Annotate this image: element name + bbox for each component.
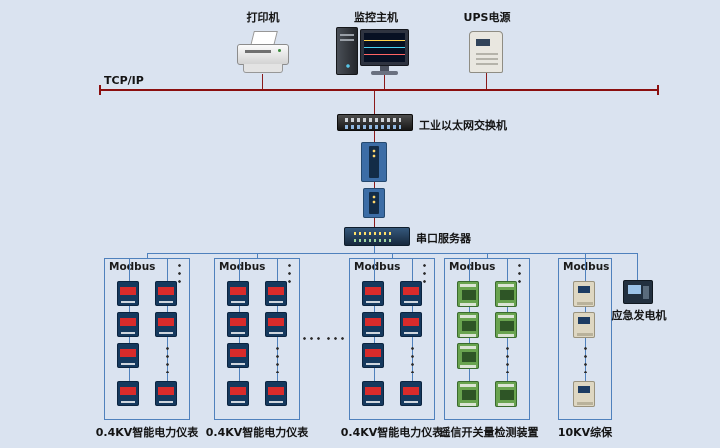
protection-relay-icon — [573, 312, 595, 338]
bus-caption-2: 0.4KV智能电力仪表 — [205, 426, 309, 439]
more-devices-dots — [506, 347, 509, 373]
power-meter-icon — [117, 312, 139, 337]
io-module-icon — [495, 312, 517, 338]
more-devices-dots — [411, 347, 414, 373]
media-converter-icon — [361, 142, 387, 182]
power-meter-icon — [117, 281, 139, 306]
switch-label: 工业以太网交换机 — [419, 119, 507, 132]
monitor-icon — [360, 29, 409, 66]
power-meter-icon — [117, 381, 139, 406]
modbus-segment-1: Modbus — [104, 258, 190, 420]
power-meter-icon — [362, 343, 384, 368]
ups-drop-line — [486, 73, 487, 90]
backbone-to-switch-line — [374, 91, 375, 114]
printer-icon — [236, 31, 290, 74]
tcpip-left-cap — [99, 85, 101, 95]
bus-caption-4: 遥信开关量检测装置 — [439, 426, 539, 439]
io-module-icon — [457, 281, 479, 307]
printer-body — [237, 44, 289, 65]
power-meter-icon — [400, 312, 422, 337]
bus-protocol-label: Modbus — [219, 261, 266, 273]
bus-caption-5: 10KV综保 — [557, 426, 613, 439]
bus-caption-1: 0.4KV智能电力仪表 — [95, 426, 199, 439]
more-segments-dots — [303, 337, 323, 340]
generator-label: 应急发电机 — [611, 309, 667, 322]
serial-server-label: 串口服务器 — [416, 232, 471, 245]
power-meter-icon — [362, 312, 384, 337]
power-meter-icon — [155, 381, 177, 406]
io-module-icon — [457, 381, 479, 407]
monitor-stand — [380, 66, 389, 71]
power-meter-icon — [400, 281, 422, 306]
media-converter-icon — [363, 188, 385, 218]
io-module-icon — [495, 281, 517, 307]
modbus-segment-5: Modbus — [558, 258, 612, 420]
protection-relay-icon — [573, 381, 595, 407]
power-meter-icon — [265, 381, 287, 406]
computer-tower-icon — [336, 27, 358, 75]
tcpip-right-cap — [657, 85, 659, 95]
switch-to-converter-line — [374, 131, 375, 142]
ups-label: UPS电源 — [463, 11, 511, 24]
more-devices-dots — [288, 264, 291, 288]
more-devices-dots — [518, 264, 521, 288]
serial-server-icon — [344, 227, 410, 246]
power-meter-icon — [227, 281, 249, 306]
converter-link-line — [374, 182, 375, 188]
fieldbus-stub — [487, 253, 488, 259]
power-meter-icon — [227, 343, 249, 368]
power-meter-icon — [227, 312, 249, 337]
server-to-fieldbus-line — [374, 246, 375, 254]
generator-stub — [637, 253, 638, 280]
tcpip-backbone-line — [100, 89, 658, 91]
printer-label: 打印机 — [246, 11, 280, 24]
printer-led — [278, 49, 281, 52]
modbus-segment-4: Modbus — [444, 258, 530, 420]
power-meter-icon — [265, 281, 287, 306]
printer-drop-line — [262, 74, 263, 90]
printer-slot — [245, 50, 271, 53]
power-meter-icon — [362, 281, 384, 306]
power-meter-icon — [265, 312, 287, 337]
power-meter-icon — [155, 281, 177, 306]
more-devices-dots — [423, 264, 426, 288]
more-devices-dots — [276, 347, 279, 373]
printer-tray — [243, 64, 283, 73]
protection-relay-icon — [573, 281, 595, 307]
fieldbus-stub — [147, 253, 148, 259]
fieldbus-stub — [257, 253, 258, 259]
more-devices-dots — [584, 347, 587, 373]
more-devices-dots — [178, 264, 181, 288]
modbus-segment-2: Modbus — [214, 258, 300, 420]
modbus-segment-3: Modbus — [349, 258, 435, 420]
io-module-icon — [457, 312, 479, 338]
converter-to-server-line — [374, 218, 375, 227]
power-meter-icon — [400, 381, 422, 406]
power-meter-icon — [155, 312, 177, 337]
bus-protocol-label: Modbus — [449, 261, 496, 273]
emergency-generator-icon — [623, 280, 653, 304]
more-devices-dots — [166, 347, 169, 373]
io-module-icon — [495, 381, 517, 407]
host-label: 监控主机 — [354, 11, 398, 24]
io-module-icon — [457, 343, 479, 369]
more-segments-dots — [327, 337, 347, 340]
power-meter-icon — [117, 343, 139, 368]
bus-protocol-label: Modbus — [354, 261, 401, 273]
power-meter-icon — [362, 381, 384, 406]
fieldbus-stub — [585, 253, 586, 259]
ups-icon — [469, 31, 503, 73]
monitor-base — [371, 71, 398, 75]
bus-protocol-label: Modbus — [109, 261, 156, 273]
host-drop-line — [384, 75, 385, 90]
bus-caption-3: 0.4KV智能电力仪表 — [340, 426, 444, 439]
power-meter-icon — [227, 381, 249, 406]
ethernet-switch-icon — [337, 114, 413, 131]
bus-protocol-label: Modbus — [563, 261, 610, 273]
tcpip-label: TCP/IP — [104, 74, 144, 87]
monitor-screen — [364, 33, 405, 62]
fieldbus-stub — [392, 253, 393, 259]
